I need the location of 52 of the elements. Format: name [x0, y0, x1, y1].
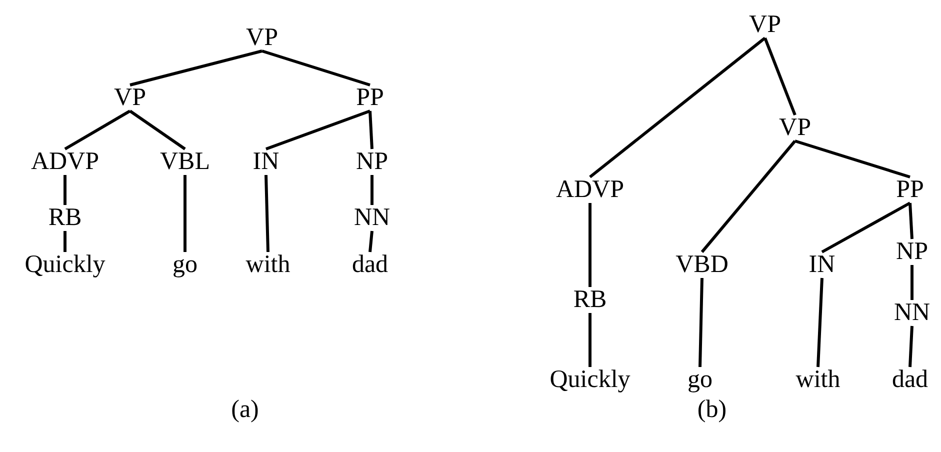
- tree-branch: [262, 50, 370, 86]
- tree-node-label: NN: [892, 300, 932, 326]
- tree-node-label: go: [172, 252, 198, 278]
- tree-branch: [184, 175, 186, 252]
- tree-node-label: IN: [808, 252, 836, 278]
- tree-branch: [264, 174, 270, 252]
- tree-branch: [910, 265, 914, 300]
- tree-branch: [64, 110, 131, 150]
- tree-branch: [370, 175, 374, 205]
- tree-node-label: VBD: [674, 252, 730, 278]
- tree-node-label: with: [244, 252, 292, 278]
- tree-node-label: RB: [572, 287, 608, 313]
- tree-branch: [816, 278, 824, 368]
- tree-node-label: NP: [355, 149, 389, 175]
- subfigure-caption: (b): [697, 397, 727, 423]
- tree-branch: [588, 203, 592, 287]
- tree-node-label: NN: [352, 205, 392, 231]
- subfigure-caption: (a): [231, 397, 259, 423]
- tree-node-label: PP: [895, 177, 925, 203]
- tree-node-label: VP: [778, 115, 812, 141]
- tree-node-label: ADVP: [30, 149, 100, 175]
- tree-node-label: NP: [895, 239, 929, 265]
- tree-node-label: VBL: [159, 149, 211, 175]
- tree-branch: [265, 110, 371, 150]
- tree-branch: [368, 110, 374, 150]
- tree-branch: [908, 326, 914, 368]
- tree-branch: [764, 37, 796, 116]
- tree-branch: [130, 50, 262, 86]
- tree-node-label: VP: [113, 85, 147, 111]
- tree-branch: [821, 202, 911, 254]
- tree-node-label: go: [686, 367, 714, 393]
- tree-branch: [700, 140, 796, 253]
- tree-node-label: Quickly: [548, 367, 632, 393]
- tree-node-label: VP: [748, 12, 782, 38]
- tree-branch: [368, 230, 374, 252]
- tree-branch: [129, 110, 186, 150]
- tree-branch: [908, 202, 914, 240]
- tree-node-label: with: [794, 367, 842, 393]
- tree-node-label: IN: [252, 149, 280, 175]
- tree-node-label: dad: [350, 252, 390, 278]
- tree-branch: [589, 36, 766, 178]
- tree-node-label: PP: [355, 85, 385, 111]
- tree-branch: [698, 278, 704, 368]
- tree-branch: [64, 231, 66, 252]
- tree-branch: [794, 140, 910, 178]
- tree-node-label: Quickly: [24, 252, 106, 278]
- tree-node-label: ADVP: [554, 177, 626, 203]
- tree-node-label: dad: [890, 367, 930, 393]
- tree-node-label: VP: [245, 25, 279, 51]
- tree-node-label: RB: [47, 205, 83, 231]
- tree-branch: [588, 313, 592, 367]
- tree-branch: [64, 175, 66, 205]
